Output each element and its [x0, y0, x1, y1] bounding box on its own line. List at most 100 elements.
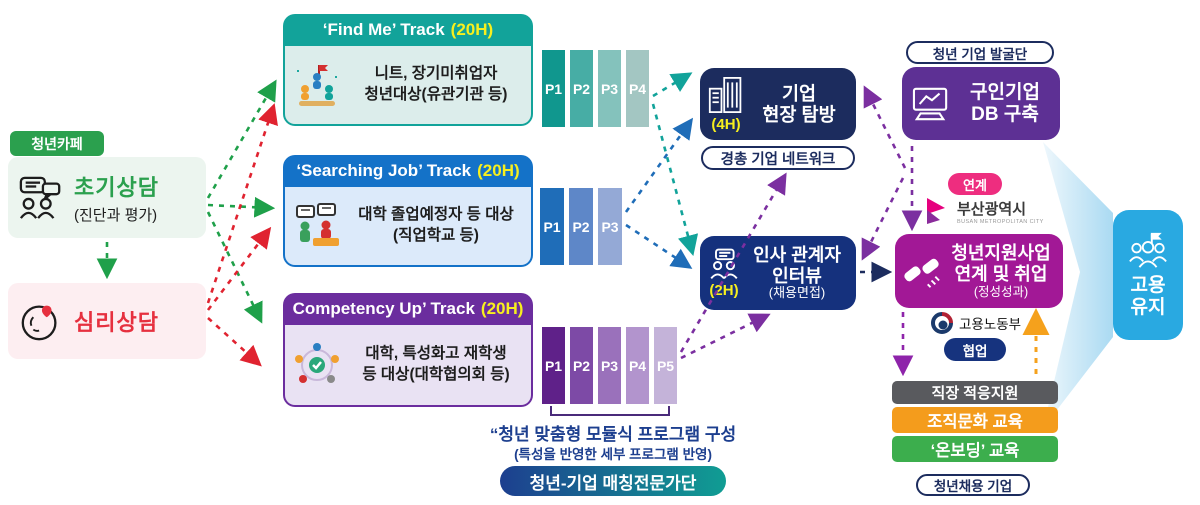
people-flag-icon [293, 61, 341, 109]
module-note-2: (특성을 반영한 세부 프로그램 반영) [514, 447, 712, 462]
track-findme-body: 니트, 장기미취업자 청년대상(유관기관 등) [283, 46, 533, 126]
bar-label: P5 [656, 357, 675, 374]
module-bar: P1 [542, 50, 565, 127]
module-bar: P2 [570, 50, 593, 127]
youth-support-line2: 연계 및 취업 [954, 263, 1048, 284]
kef-network-text: 경총 기업 네트워크 [720, 151, 836, 168]
retention-line1: 고용 [1130, 275, 1166, 297]
bar-label: P2 [572, 357, 591, 374]
module-bar: P1 [540, 188, 564, 265]
youth-cafe-label: 청년카페 [10, 131, 104, 156]
buildings-icon [708, 76, 744, 114]
track-searching-body: 대학 졸업예정자 등 대상 (직업학교 등) [283, 187, 533, 267]
link-pill: 연계 [948, 173, 1002, 195]
job-db-line1: 구인기업 [970, 81, 1040, 103]
track-searching-name: ‘Searching Job’ Track [296, 161, 472, 180]
head-heart-icon [18, 298, 64, 344]
bar-label: P1 [543, 218, 561, 235]
chat-people-white-icon [708, 248, 740, 280]
interview-hours: (2H) [709, 281, 739, 299]
interview-line2: 인터뷰 [772, 265, 822, 286]
psych-counseling-title: 심리상담 [74, 310, 159, 335]
psych-counseling-box: 심리상담 [8, 283, 206, 359]
track-findme-header: ‘Find Me’ Track (20H) [283, 14, 533, 46]
busan-city-name: 부산광역시 [957, 200, 1027, 218]
visit-hours: (4H) [711, 115, 741, 133]
module-bar: P4 [626, 327, 649, 404]
moel-logo-icon [931, 312, 953, 334]
matching-experts-pill: 청년-기업 매칭전문가단 [500, 466, 726, 496]
job-db-line2: DB 구축 [971, 103, 1039, 125]
youth-cafe-text: 청년카페 [31, 135, 83, 152]
network-check-icon [293, 341, 341, 389]
handshake-icon [903, 252, 941, 290]
module-bar: P2 [569, 188, 593, 265]
onboarding-bar: ‘온보딩’ 교육 [892, 436, 1058, 462]
track-searching-hours: (20H) [477, 161, 520, 180]
initial-counseling-subtitle: (진단과 평가) [74, 207, 158, 224]
track-competency-line1: 대학, 특성화고 재학생 [365, 345, 507, 363]
collab-text: 협업 [962, 343, 988, 359]
interview-line1: 인사 관계자 [753, 244, 841, 265]
bar-label: P4 [628, 80, 647, 97]
team-flag-icon [1127, 231, 1169, 271]
bar-label: P3 [600, 80, 619, 97]
moel-row: 고용노동부 [931, 312, 1021, 334]
chat-people-icon [18, 175, 64, 221]
kef-network-pill: 경총 기업 네트워크 [701, 146, 855, 170]
track-findme-line2: 청년대상(유관기관 등) [364, 86, 508, 103]
job-db-box: 구인기업 DB 구축 [902, 67, 1060, 140]
track-searching-line1: 대학 졸업예정자 등 대상 [358, 206, 514, 224]
company-visit-box: (4H) 기업 현장 탐방 [700, 68, 856, 140]
bar-label: P3 [600, 357, 619, 374]
hr-interview-box: (2H) 인사 관계자 인터뷰 (채용면접) [700, 236, 856, 310]
youth-support-sub: (정성성과) [973, 284, 1029, 299]
company-finder-text: 청년 기업 발굴단 [932, 46, 1028, 62]
monitor-chart-icon [910, 86, 952, 122]
visit-line2: 현장 탐방 [762, 104, 836, 125]
busan-city-eng: BUSAN METROPOLITAN CITY [957, 218, 1044, 225]
link-text: 연계 [963, 177, 987, 193]
moel-name: 고용노동부 [959, 317, 1022, 332]
workplace-adapt-text: 직장 적응지원 [931, 385, 1019, 402]
module-note-1: “청년 맞춤형 모듈식 프로그램 구성 [489, 425, 737, 444]
interview-sub: (채용면접) [768, 285, 826, 301]
bar-label: P3 [601, 218, 619, 235]
company-finder-pill: 청년 기업 발굴단 [906, 41, 1054, 64]
bar-label: P1 [544, 357, 563, 374]
youth-support-line1: 청년지원사업 [951, 243, 1051, 264]
youth-support-box: 청년지원사업 연계 및 취업 (정성성과) [895, 234, 1063, 308]
bar-label: P1 [544, 80, 563, 97]
interview-desk-icon [293, 202, 341, 250]
youth-hiring-pill: 청년채용 기업 [916, 474, 1030, 496]
youth-hiring-text: 청년채용 기업 [933, 479, 1013, 494]
onboarding-text: ‘온보딩’ 교육 [930, 442, 1020, 460]
track-competency-header: Competency Up’ Track (20H) [283, 293, 533, 325]
track-competency-hours: (20H) [480, 299, 524, 318]
module-bar: P3 [598, 327, 621, 404]
matching-experts-text: 청년-기업 매칭전문가단 [529, 473, 697, 493]
bar-label: P2 [572, 80, 591, 97]
track-searching-header: ‘Searching Job’ Track (20H) [283, 155, 533, 187]
busan-logo-row: 부산광역시 BUSAN METROPOLITAN CITY [925, 197, 1044, 225]
employment-retention-box: 고용 유지 [1113, 210, 1183, 340]
module-bar: P2 [570, 327, 593, 404]
org-culture-bar: 조직문화 교육 [892, 407, 1058, 433]
module-bar: P5 [654, 327, 677, 404]
retention-line2: 유지 [1130, 297, 1166, 318]
initial-counseling-box: 초기상담 (진단과 평가) [8, 157, 206, 238]
track-findme-name: ‘Find Me’ Track [322, 20, 445, 39]
module-bar: P3 [598, 188, 622, 265]
visit-line1: 기업 [781, 82, 817, 104]
bar-label: P4 [628, 357, 647, 374]
track-competency-line2: 등 대상(대학협의회 등) [362, 366, 510, 383]
track-searching-line2: (직업학교 등) [393, 227, 479, 244]
track-findme-line1: 니트, 장기미취업자 [374, 65, 498, 83]
module-bar: P4 [626, 50, 649, 127]
initial-counseling-title: 초기상담 [74, 175, 159, 200]
track-findme-hours: (20H) [450, 20, 494, 39]
track-competency-name: Competency Up’ Track [292, 299, 475, 318]
bar-label: P2 [572, 218, 590, 235]
